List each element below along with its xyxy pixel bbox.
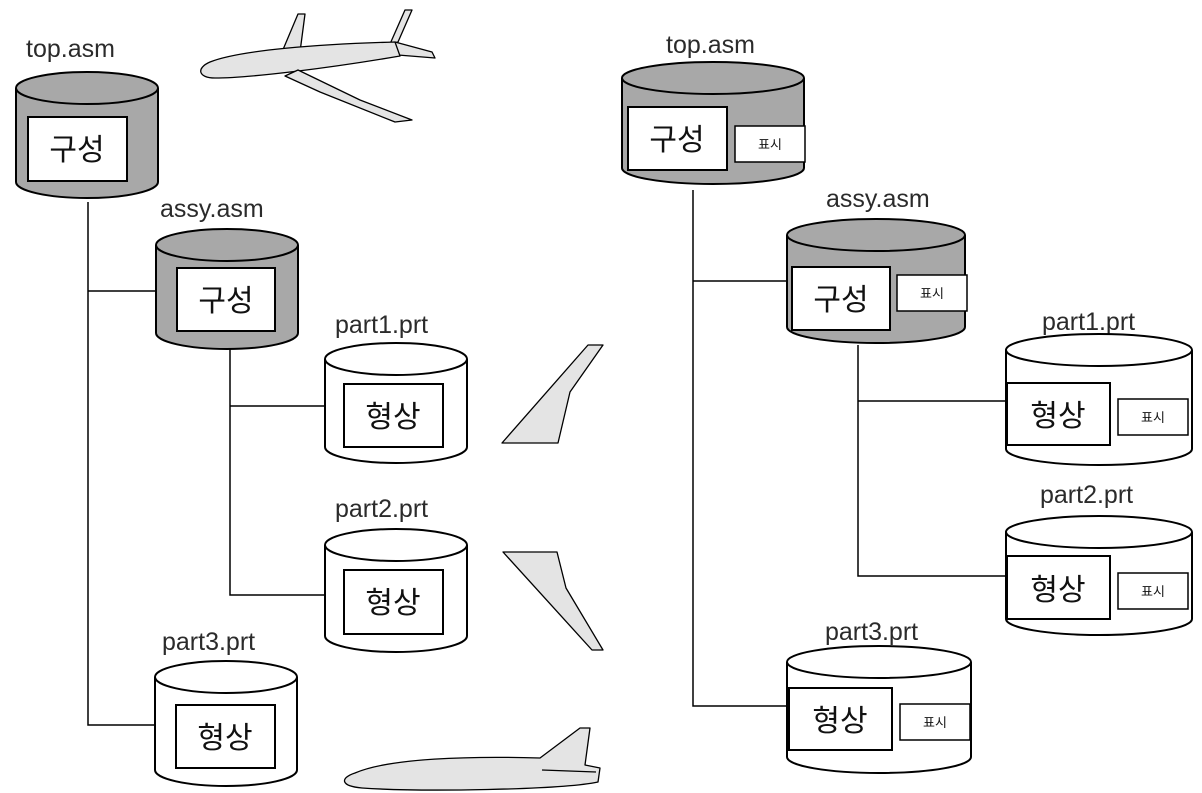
right-part2-prt-tag: 표시 xyxy=(1141,584,1165,599)
right-part1-prt-tag: 표시 xyxy=(1141,410,1165,425)
left-top-asm-filename: top.asm xyxy=(26,35,115,63)
left-part3-prt-node: part3.prt 형상 xyxy=(154,628,298,787)
left-part2-prt-label: 형상 xyxy=(365,587,420,620)
right-part1-prt-filename: part1.prt xyxy=(1042,308,1135,336)
left-top-asm-node: top.asm 구성 xyxy=(15,35,159,199)
right-top-asm-filename: top.asm xyxy=(666,31,755,59)
left-assy-asm-label: 구성 xyxy=(198,285,253,318)
left-top-asm-label: 구성 xyxy=(49,134,104,167)
left-part3-prt-label: 형상 xyxy=(197,722,252,755)
left-assy-asm-filename: assy.asm xyxy=(160,195,264,223)
right-assy-asm-tag: 표시 xyxy=(920,286,944,301)
left-part1-prt-label: 형상 xyxy=(365,401,420,434)
right-top-asm-node: top.asm 구성 표시 xyxy=(621,31,806,185)
right-part2-prt-node: part2.prt 형상 표시 xyxy=(1005,481,1193,636)
right-part1-prt-node: part1.prt 형상 표시 xyxy=(1005,308,1193,466)
right-part3-prt-filename: part3.prt xyxy=(825,618,918,646)
right-assy-asm-node: assy.asm 구성 표시 xyxy=(786,185,968,344)
right-part3-prt-node: part3.prt 형상 표시 xyxy=(786,618,972,774)
left-part2-prt-node: part2.prt 형상 xyxy=(324,495,468,653)
wing-icon xyxy=(501,344,604,444)
right-part1-prt-label: 형상 xyxy=(1030,400,1085,433)
left-assy-asm-node: assy.asm 구성 xyxy=(155,195,299,350)
right-part2-prt-filename: part2.prt xyxy=(1040,481,1133,509)
fuselage-icon xyxy=(343,727,601,791)
left-part2-prt-filename: part2.prt xyxy=(335,495,428,523)
right-part2-prt-label: 형상 xyxy=(1030,574,1085,607)
right-part3-prt-label: 형상 xyxy=(812,705,867,738)
right-top-asm-label: 구성 xyxy=(649,124,704,157)
right-tree-connectors xyxy=(692,190,1006,707)
right-top-asm-tag: 표시 xyxy=(758,137,782,152)
right-assy-asm-filename: assy.asm xyxy=(826,185,930,213)
right-assy-asm-label: 구성 xyxy=(813,284,868,317)
airplane-icon xyxy=(200,9,436,123)
left-part1-prt-node: part1.prt 형상 xyxy=(324,311,468,464)
right-part3-prt-tag: 표시 xyxy=(923,715,947,730)
tail-wing-icon xyxy=(502,551,604,651)
left-part3-prt-filename: part3.prt xyxy=(162,628,255,656)
left-part1-prt-filename: part1.prt xyxy=(335,311,428,339)
left-tree-connectors xyxy=(87,202,325,726)
